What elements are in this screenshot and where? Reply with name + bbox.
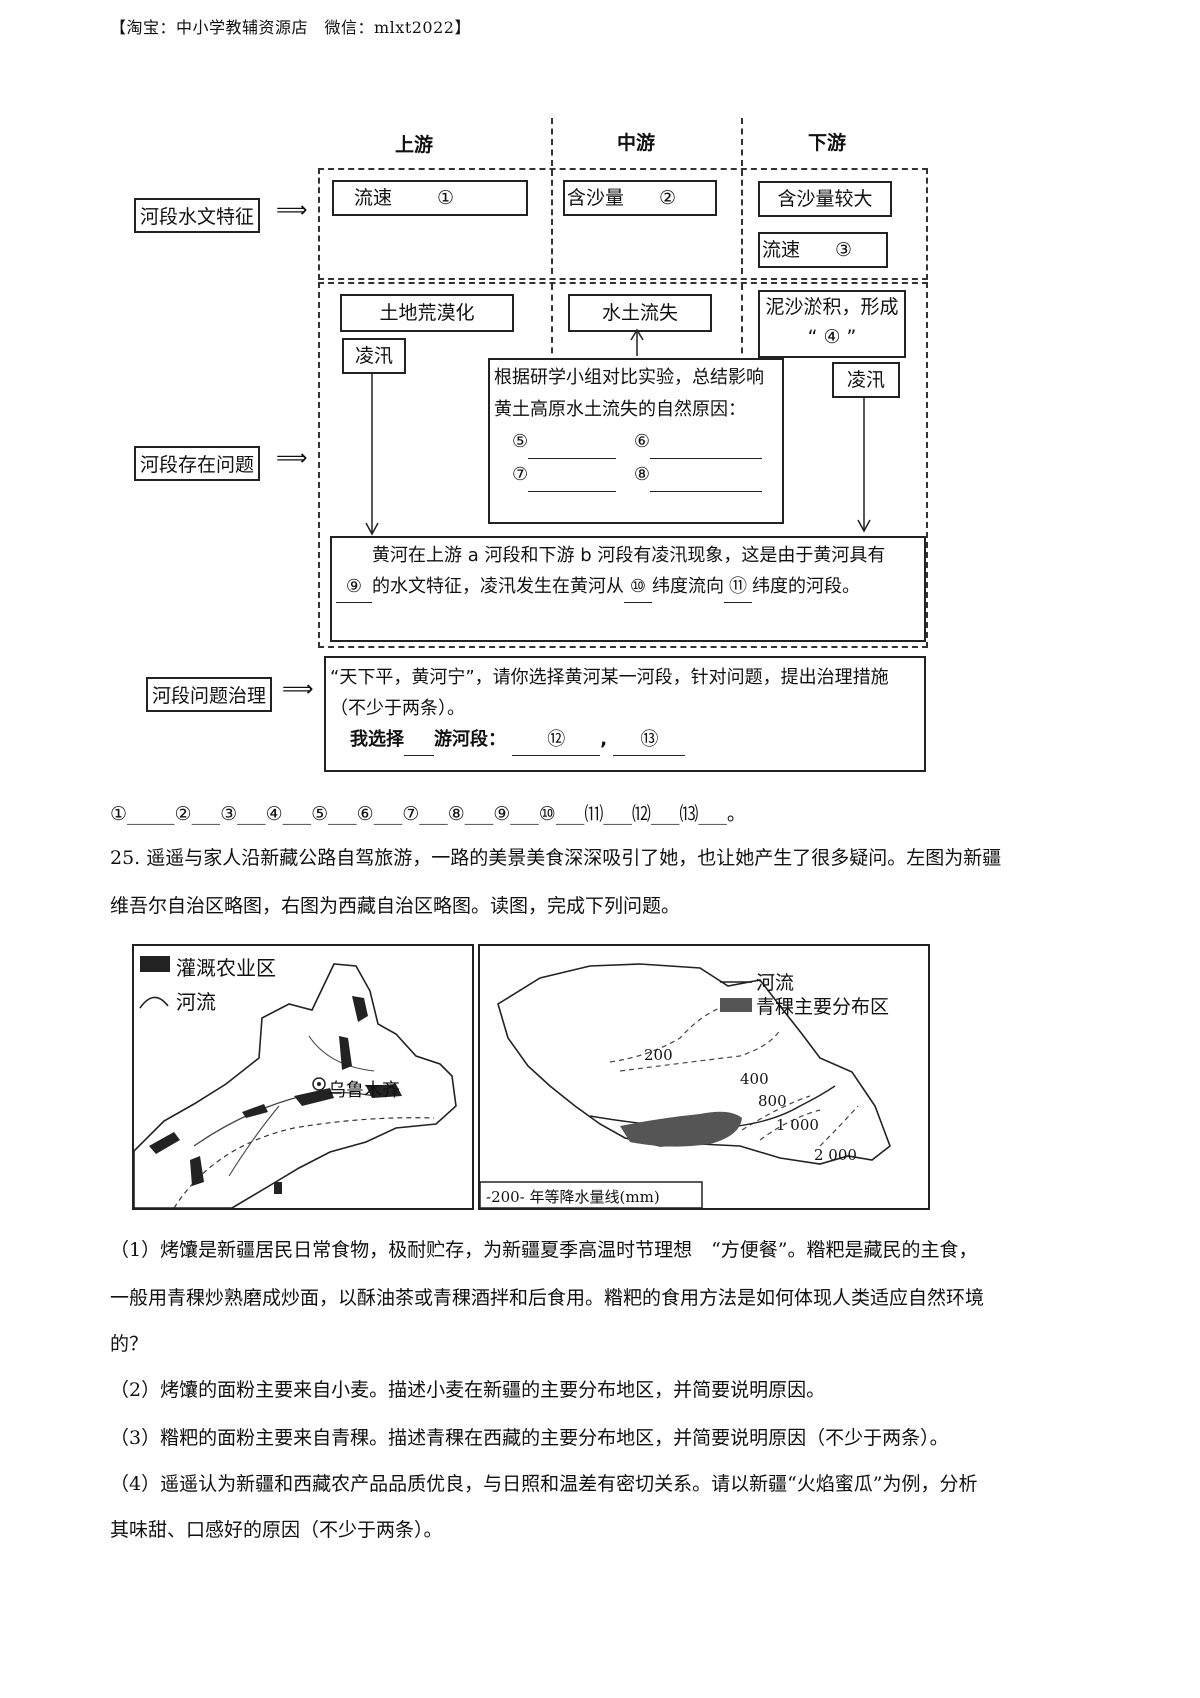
question-1-line3: 的？ (110, 1333, 149, 1355)
page-header: 【淘宝：中小学教辅资源店 微信：mlxt2022】 (110, 18, 471, 37)
marker-8: ⑧ (633, 464, 651, 485)
col-header-lower: 下游 (808, 132, 847, 154)
marker-9: ⑨ (345, 576, 363, 597)
column-divider (551, 284, 553, 364)
blank-2: ② (630, 182, 706, 215)
experiment-blanks-row1: ⑤ ⑥ (512, 426, 778, 459)
answer-line: ①_____②___③___④___⑤___⑥___⑦___⑧___⑨___⑩_… (110, 803, 746, 825)
blank-9: ⑨ (336, 571, 372, 603)
legend-river-label: 河流 (756, 972, 795, 994)
ice-text-a: 黄河在上游 a 河段和下游 b 河段有凌汛现象，这是由于黄河具有 (372, 545, 886, 566)
question-2: （2）烤馕的面粉主要来自小麦。描述小麦在新疆的主要分布地区，并简要说明原因。 (110, 1379, 826, 1401)
row-label-problem: 河段存在问题 (134, 446, 261, 481)
marker-5: ⑤ (512, 431, 529, 452)
ice-text-d: 纬度的河段。 (752, 576, 860, 597)
legend-irrigation-label: 灌溉农业区 (176, 956, 276, 980)
blank-8 (650, 459, 763, 492)
isohyet-label: 2 000 (814, 1146, 857, 1164)
upper-flow-label: 流速 (354, 187, 393, 209)
question-4-line2: 其味甜、口感好的原因（不少于两条）。 (110, 1519, 443, 1541)
middle-soil-box: 水土流失 (568, 294, 712, 332)
lower-sand-box: 含沙量较大 (758, 181, 892, 217)
legend-river-label: 河流 (176, 990, 216, 1014)
blank-5 (528, 426, 617, 459)
hydro-region (318, 168, 928, 280)
q25-intro-line1: 25. 遥遥与家人沿新藏公路自驾旅游，一路的美景美食深深吸引了她，也让她产生了很… (110, 847, 1002, 869)
marker-2: ② (659, 187, 677, 209)
isohyet-label: 800 (758, 1092, 787, 1110)
lower-flow-box: 流速 ③ (758, 232, 888, 268)
marker-1: ① (437, 187, 455, 209)
blank-10: ⑩ (624, 571, 652, 603)
map-caption: -200- 年等降水量线(mm) (486, 1188, 660, 1206)
experiment-text: 根据研学小组对比实验，总结影响黄土高原水土流失的自然原因： (494, 367, 764, 420)
ice-text-b: 的水文特征，凌汛发生在黄河从 (372, 576, 624, 597)
column-divider (551, 170, 553, 274)
marker-3: ③ (835, 239, 853, 261)
isohyet-label: 400 (740, 1070, 769, 1088)
blank-1: ① (398, 182, 494, 215)
marker-7: ⑦ (512, 464, 529, 485)
marker-6: ⑥ (633, 431, 651, 452)
ice-text-c: 纬度流向 (652, 576, 724, 597)
governance-text: “天下平，黄河宁”，请你选择黄河某一河段，针对问题，提出治理措施（不少于两条）。 (330, 667, 889, 719)
problem-region (318, 282, 928, 648)
marker-11: ⑪ (729, 576, 747, 597)
experiment-box: 根据研学小组对比实验，总结影响黄土高原水土流失的自然原因： ⑤ ⑥ ⑦ ⑧ (488, 358, 784, 524)
row-label-govern: 河段问题治理 (146, 677, 273, 712)
lower-silt-box: 泥沙淤积，形成 “ ④ ” (758, 290, 906, 358)
col-header-middle: 中游 (617, 132, 656, 154)
lower-ice-box: 凌汛 (832, 362, 900, 398)
blank-4: “ ④ ” (807, 326, 857, 348)
middle-sand-box: 含沙量 ② (563, 180, 717, 216)
question-3: （3）糌粑的面粉主要来自青稞。描述青稞在西藏的主要分布地区，并简要说明原因（不少… (110, 1427, 949, 1449)
blank-7 (528, 459, 617, 492)
column-divider (741, 170, 743, 274)
tibet-map-graphic (480, 963, 891, 1208)
city-label-urumqi: 乌鲁木齐 (328, 1080, 400, 1101)
row-label-hydro: 河段水文特征 (134, 198, 261, 233)
ice-flood-box: 黄河在上游 a 河段和下游 b 河段有凌汛现象，这是由于黄河具有 ⑨ 的水文特征，凌… (330, 536, 926, 642)
marker-12: ⑫ (547, 729, 566, 750)
blank-13: ⑬ (613, 724, 686, 756)
reach-label: 游河段： (434, 729, 506, 750)
double-arrow-icon: ⟹ (276, 446, 308, 471)
question-4-line1: （4）遥遥认为新疆和西藏农产品品质优良，与日照和温差有密切关系。请以新疆“火焰蜜… (110, 1473, 978, 1495)
blank-3: ③ (806, 234, 882, 267)
legend-barley-label: 青稞主要分布区 (756, 996, 890, 1018)
upper-ice-box: 凌汛 (342, 338, 406, 374)
upper-flow-box: 流速 ① (332, 180, 528, 216)
question-1-line2: 一般用青稞炒熟磨成炒面，以酥油茶或青稞酒拌和后食用。糌粑的食用方法是如何体现人类… (110, 1287, 985, 1309)
lower-flow-label: 流速 (762, 239, 801, 261)
q25-intro-line2: 维吾尔自治区略图，右图为西藏自治区略图。读图，完成下列问题。 (110, 895, 681, 917)
column-divider (551, 118, 553, 166)
column-divider (741, 284, 743, 364)
marker-10: ⑩ (629, 576, 647, 597)
diagram-arrows (365, 328, 871, 536)
column-divider (741, 118, 743, 166)
experiment-blanks-row2: ⑦ ⑧ (512, 459, 778, 492)
choose-label: 我选择 (350, 729, 404, 750)
middle-sand-label: 含沙量 (567, 187, 625, 209)
blank-6 (650, 426, 763, 459)
double-arrow-icon: ⟹ (282, 677, 314, 702)
tibet-map: 河流 青稞主要分布区 200 400 800 1 000 2 000 -200-… (478, 944, 930, 1210)
blank-reach (404, 724, 434, 756)
marker-13: ⑬ (640, 729, 659, 750)
question-1-line1: （1）烤馕是新疆居民日常食物，极耐贮存，为新疆夏季高温时节理想 “方便餐”。糌粑… (110, 1239, 978, 1261)
isohyet-label: 1 000 (776, 1116, 819, 1134)
xinjiang-map: 灌溉农业区 河流 乌鲁木齐 (132, 944, 474, 1210)
lower-silt-text: 泥沙淤积，形成 (765, 296, 899, 318)
governance-choice-row: 我选择 游河段： ⑫, ⑬ (350, 724, 920, 756)
blank-12: ⑫ (512, 724, 601, 756)
col-header-upper: 上游 (395, 134, 434, 156)
blank-11: ⑪ (724, 571, 752, 603)
upper-desert-box: 土地荒漠化 (340, 294, 514, 332)
isohyet-label: 200 (644, 1046, 673, 1064)
governance-box: “天下平，黄河宁”，请你选择黄河某一河段，针对问题，提出治理措施（不少于两条）。… (324, 656, 926, 772)
xinjiang-map-graphic (134, 956, 457, 1208)
double-arrow-icon: ⟹ (276, 198, 308, 223)
